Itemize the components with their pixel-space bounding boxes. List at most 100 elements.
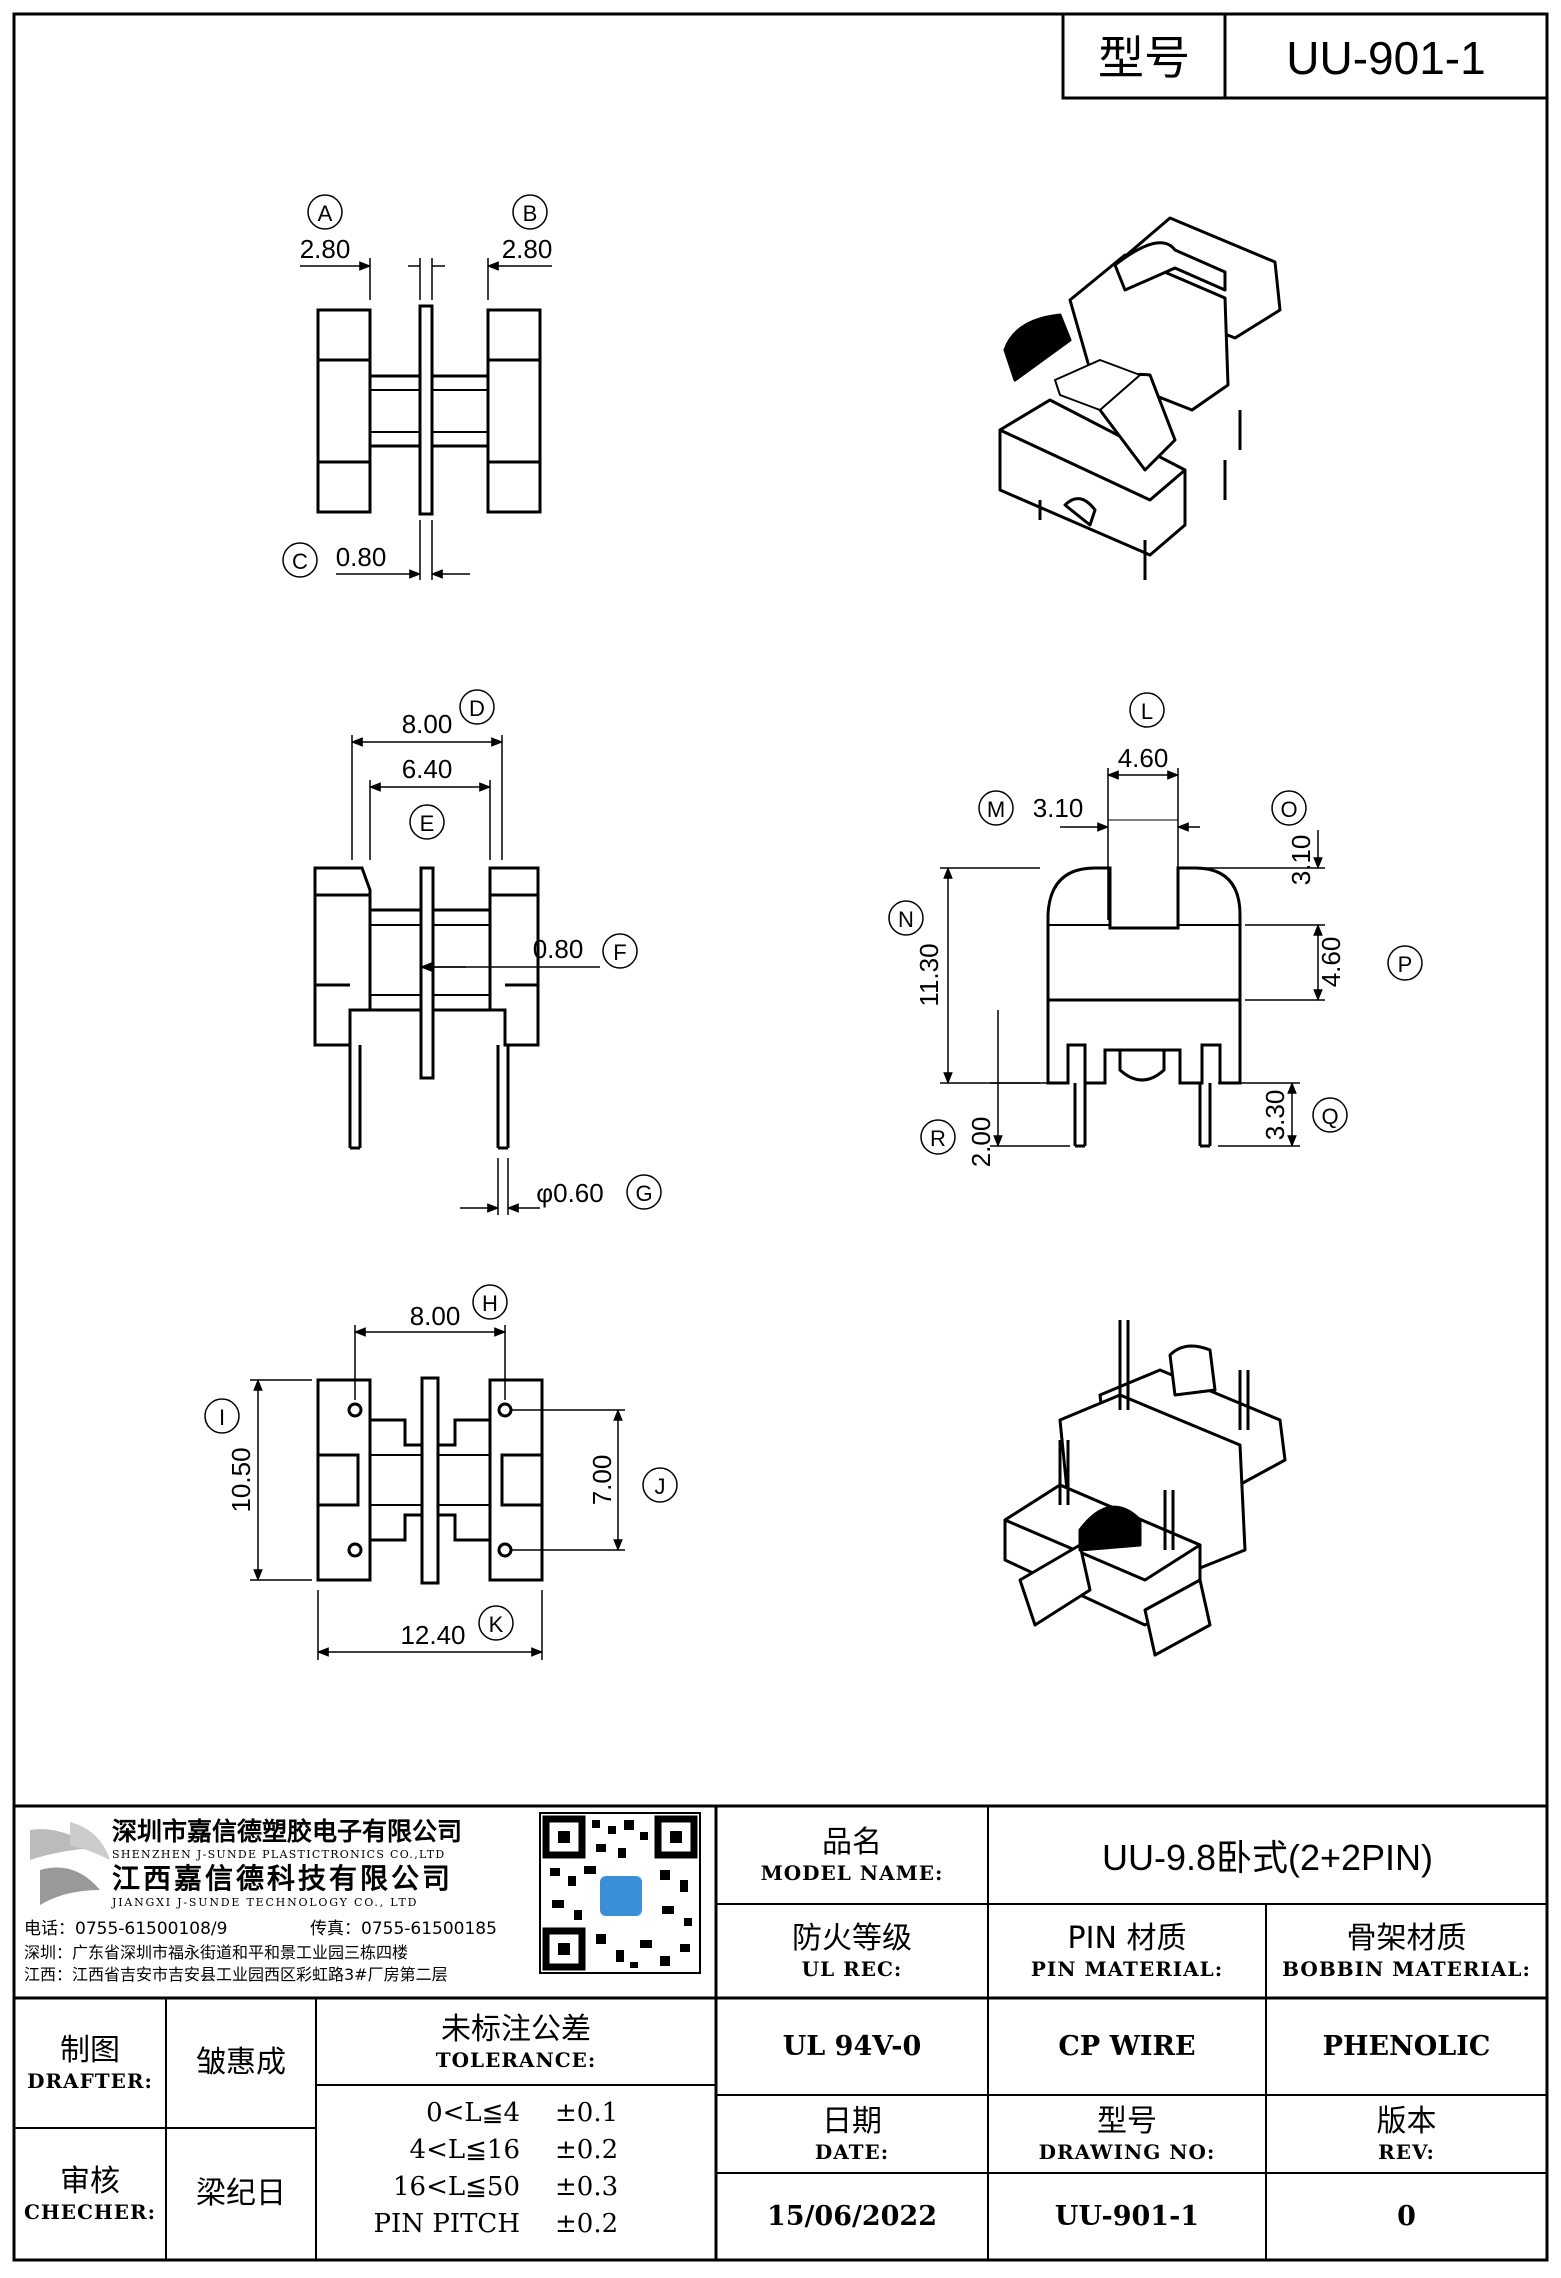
dim-b: 2.80 (502, 234, 553, 264)
top-view-dims (282, 194, 552, 580)
svg-text:P: P (1398, 952, 1413, 977)
model-name-header: 品名 MODEL NAME: (716, 1806, 988, 1904)
dim-d: 8.00 (402, 709, 453, 739)
ul-header: 防火等级 UL REC: (716, 1904, 988, 1998)
drawing-no-header: 型号 DRAWING NO: (988, 2095, 1266, 2173)
tolerance-en: TOLERANCE: (435, 2047, 597, 2072)
drawing-no-en: DRAWING NO: (1038, 2140, 1216, 2164)
bobbin-value-text: PHENOLIC (1322, 2031, 1491, 2062)
model-name-cn: 品名 (822, 1825, 882, 1860)
model-name-text: UU-9.8卧式(2+2PIN) (1101, 1837, 1434, 1878)
company-fax: 传真：0755-61500185 (310, 1919, 497, 1939)
sheet-border (12, 12, 1549, 2262)
date-cn: 日期 (822, 2104, 882, 2139)
pin-value-text: CP WIRE (1058, 2031, 1196, 2062)
title-value: UU-901-1 (1286, 32, 1485, 84)
ul-value-text: UL 94V-0 (782, 2031, 922, 2062)
checker-value-text: 梁纪日 (196, 2176, 286, 2211)
svg-text:M: M (987, 797, 1005, 822)
dim-g: φ0.60 (536, 1178, 603, 1208)
svg-text:N: N (898, 907, 914, 932)
title-box: 型号 UU-901-1 (1061, 12, 1549, 100)
dim-n: 11.30 (914, 943, 944, 1006)
dim-c: 0.80 (336, 542, 387, 572)
svg-text:L: L (1141, 699, 1153, 724)
rev-value-text: 0 (1397, 2201, 1416, 2232)
drawing-no-value-text: UU-901-1 (1054, 2201, 1200, 2232)
company-phone: 电话：0755-61500108/9 (24, 1919, 227, 1939)
pin-header: PIN 材质 PIN MATERIAL: (988, 1904, 1266, 1998)
front-view-dims (350, 689, 662, 1215)
tolerance-range: 4<L≦16 (409, 2135, 520, 2165)
dim-o: 3.10 (1286, 835, 1316, 886)
company-name-en2: JIANGXI J-SUNDE TECHNOLOGY CO., LTD (111, 1896, 418, 1909)
front-view-labels: D E F G 8.00 6.40 0.80 φ0.60 (402, 696, 653, 1208)
bottom-view (316, 1376, 544, 1585)
dim-r: 2.00 (966, 1117, 996, 1168)
front-view (313, 866, 540, 1150)
title-label: 型号 (1098, 31, 1190, 85)
svg-text:Q: Q (1321, 1104, 1338, 1129)
date-en: DATE: (814, 2140, 890, 2164)
pin-value: CP WIRE (988, 1998, 1266, 2095)
svg-text:R: R (930, 1126, 946, 1151)
svg-text:H: H (482, 1291, 498, 1316)
dim-h: 8.00 (410, 1301, 461, 1331)
bobbin-en: BOBBIN MATERIAL: (1282, 1957, 1531, 1981)
qr-code (539, 1812, 701, 1974)
svg-text:F: F (613, 940, 626, 965)
ul-cn: 防火等级 (792, 1921, 912, 1956)
iso-view-bottom (1003, 1320, 1287, 1657)
checker-cn: 审核 (60, 2164, 120, 2199)
dim-p: 4.60 (1316, 937, 1346, 988)
tolerance-cn: 未标注公差 (441, 2011, 591, 2047)
rev-value: 0 (1266, 2173, 1547, 2260)
tolerance-range: 16<L≦50 (392, 2172, 520, 2202)
rev-header: 版本 REV: (1266, 2095, 1547, 2173)
pin-en: PIN MATERIAL: (1030, 1957, 1224, 1981)
drafter-header: 制图 DRAFTER: (14, 1998, 166, 2128)
ul-value: UL 94V-0 (716, 1998, 988, 2095)
dim-e: 6.40 (402, 754, 453, 784)
drafter-value: 皱惠成 (166, 1998, 316, 2128)
drafter-en: DRAFTER: (27, 2069, 153, 2093)
company-name-en1: SHENZHEN J-SUNDE PLASTICTRONICS CO.,LTD (112, 1848, 445, 1861)
drafter-value-text: 皱惠成 (196, 2045, 286, 2080)
model-name-en: MODEL NAME: (760, 1861, 944, 1885)
date-header: 日期 DATE: (716, 2095, 988, 2173)
dim-q: 3.30 (1260, 1090, 1290, 1141)
svg-text:B: B (523, 201, 538, 226)
pin-cn: PIN 材质 (1067, 1921, 1187, 1956)
checker-en: CHECHER: (23, 2200, 157, 2224)
tolerance-header: 未标注公差 TOLERANCE: (316, 1998, 716, 2085)
checker-value: 梁纪日 (166, 2128, 316, 2260)
date-value: 15/06/2022 (716, 2173, 988, 2260)
bobbin-cn: 骨架材质 (1346, 1921, 1467, 1956)
title-block-grid (14, 1804, 1547, 2260)
tolerance-value: ±0.2 (555, 2209, 619, 2239)
dim-k: 12.40 (400, 1620, 465, 1650)
side-view (1046, 866, 1242, 1148)
bobbin-header: 骨架材质 BOBBIN MATERIAL: (1266, 1904, 1547, 1998)
bottom-view-dims (204, 1284, 678, 1660)
date-value-text: 15/06/2022 (766, 2201, 937, 2232)
dim-j: 7.00 (587, 1455, 617, 1506)
svg-text:E: E (420, 811, 435, 836)
iso-view-top (998, 216, 1282, 580)
company-name-cn2: 江西嘉信德科技有限公司 (112, 1862, 453, 1895)
bobbin-value: PHENOLIC (1266, 1998, 1547, 2095)
company-name-cn1: 深圳市嘉信德塑胶电子有限公司 (112, 1817, 462, 1846)
company-addr-sz: 深圳：广东省深圳市福永街道和平和景工业园三栋四楼 (24, 1943, 408, 1962)
company-logo (30, 1822, 110, 1905)
tolerance-value: ±0.1 (555, 2098, 619, 2128)
top-view (316, 304, 542, 516)
dim-m: 3.10 (1033, 793, 1084, 823)
tolerance-value: ±0.2 (555, 2135, 619, 2165)
dim-i: 10.50 (226, 1447, 256, 1512)
drawing-no-cn: 型号 (1097, 2104, 1157, 2139)
dim-l: 4.60 (1118, 743, 1169, 773)
side-view-dims (888, 692, 1423, 1155)
svg-text:C: C (292, 549, 308, 574)
